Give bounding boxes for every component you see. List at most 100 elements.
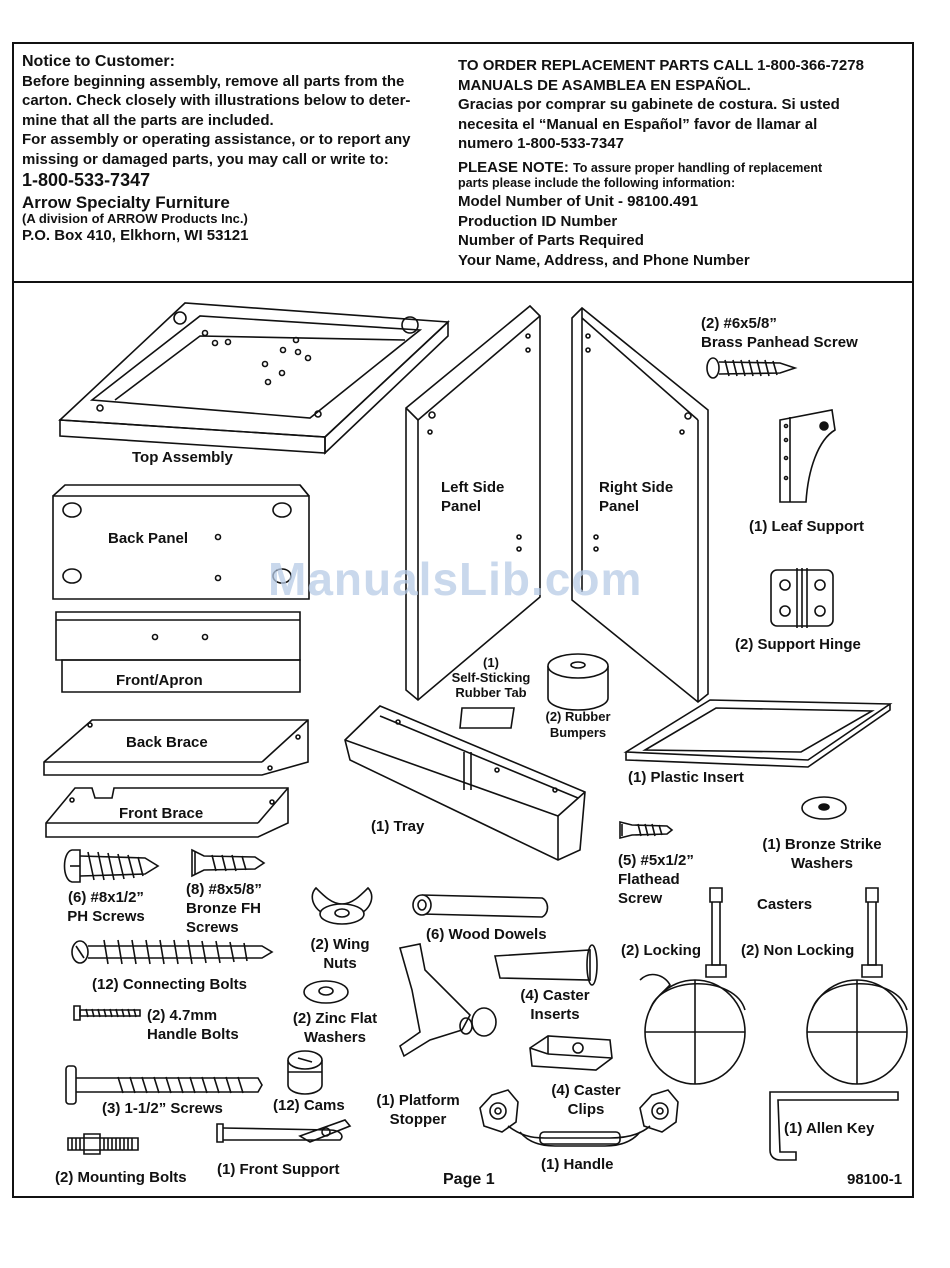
support-hinge-drawing — [771, 568, 833, 628]
strike-washer-drawing — [802, 797, 846, 819]
label-tray: (1) Tray — [371, 818, 425, 835]
label-front-brace: Front Brace — [119, 805, 204, 822]
label-line: (1) — [483, 655, 499, 670]
page-border — [12, 42, 914, 1198]
notice-line: missing or damaged parts, you may call o… — [22, 150, 389, 168]
label-line: PH Screws — [67, 908, 145, 925]
label-line: Panel — [441, 498, 482, 515]
parts-required: Number of Parts Required — [458, 232, 644, 249]
platform-stopper-drawing — [400, 944, 496, 1056]
flathead-screw-drawing — [620, 822, 672, 838]
notice-line: carton. Check closely with illustrations… — [22, 92, 411, 109]
label-line: Inserts — [530, 1006, 580, 1023]
label-non-locking-casters: (2) Non Locking — [741, 942, 855, 959]
document-number: 98100-1 — [847, 1171, 903, 1188]
label-caster-clips: (4) Caster Clips — [532, 1081, 640, 1119]
label-strike-washers: (1) Bronze Strike Washers — [752, 835, 892, 873]
label-long-screws: (3) 1-1/2” Screws — [102, 1100, 223, 1117]
please-note-text: To assure proper handling of replacement — [573, 160, 823, 175]
back-brace-drawing — [44, 720, 308, 775]
notice-line: Before beginning assembly, remove all pa… — [22, 72, 405, 90]
allen-key-drawing — [770, 1092, 898, 1160]
label-line: (5) #5x1/2” — [618, 852, 694, 869]
label-line: (1) Platform — [376, 1092, 460, 1109]
label-line: Right Side — [599, 479, 674, 496]
notice-title: Notice to Customer: — [22, 53, 175, 70]
label-platform-stopper: (1) Platform Stopper — [370, 1091, 466, 1129]
label-handle-bolts: (2) 4.7mm Handle Bolts — [147, 1006, 239, 1044]
label-back-brace: Back Brace — [126, 734, 208, 751]
locking-caster-drawing — [640, 888, 745, 1084]
label-line: Clips — [567, 1101, 605, 1118]
header-divider — [12, 281, 914, 283]
leaf-support-drawing — [780, 410, 835, 502]
label-top-assembly: Top Assembly — [132, 449, 233, 466]
label-brass-screw: (2) #6x5/8” Brass Panhead Screw — [701, 314, 858, 352]
label-line: Washers — [304, 1029, 366, 1046]
label-front-apron: Front/Apron — [116, 672, 203, 689]
label-line: (6) #8x1/2” — [68, 889, 144, 906]
label-zinc-washers: (2) Zinc Flat Washers — [286, 1009, 384, 1047]
label-line: Rubber Tab — [455, 685, 527, 700]
rubber-bumper-drawing — [548, 654, 608, 710]
top-assembly-drawing — [60, 303, 448, 453]
front-support-drawing — [217, 1120, 350, 1142]
label-handle: (1) Handle — [541, 1156, 614, 1173]
label-line: Stopper — [389, 1111, 447, 1128]
order-line: MANUALS DE ASAMBLEA EN ESPAÑOL. — [458, 76, 751, 94]
company-name: Arrow Specialty Furniture — [22, 192, 230, 212]
back-panel-drawing — [53, 485, 309, 599]
label-line: Panel — [599, 498, 640, 515]
label-line: (8) #8x5/8” — [186, 881, 262, 898]
label-wing-nuts: (2) Wing Nuts — [300, 935, 380, 973]
label-line: Bumpers — [549, 725, 607, 740]
ph-screw-drawing — [65, 850, 159, 882]
contact-info: Your Name, Address, and Phone Number — [458, 251, 750, 269]
label-casters: Casters — [757, 896, 813, 913]
label-line: (2) 4.7mm — [147, 1007, 218, 1024]
please-note-label: PLEASE NOTE: — [458, 158, 569, 176]
label-line: Nuts — [323, 955, 357, 972]
left-side-panel-drawing — [406, 306, 540, 700]
label-front-support: (1) Front Support — [217, 1161, 340, 1178]
label-line: (2) Zinc Flat — [292, 1010, 378, 1027]
caster-clip-drawing — [530, 1036, 612, 1070]
long-screw-drawing — [66, 1066, 262, 1104]
label-line: (2) Rubber — [545, 709, 611, 724]
fh-screw-drawing — [192, 850, 264, 876]
label-line: Handle Bolts — [147, 1026, 239, 1043]
notice-line: For assembly or operating assistance, or… — [22, 131, 411, 148]
label-line: Self-Sticking — [451, 670, 531, 685]
label-rubber-bumpers: (2) Rubber Bumpers — [536, 709, 620, 741]
label-mounting-bolts: (2) Mounting Bolts — [55, 1169, 187, 1186]
handle-drawing — [480, 1090, 678, 1146]
label-rubber-tab: (1) Self-Sticking Rubber Tab — [446, 655, 536, 700]
label-line: (1) Bronze Strike — [762, 836, 882, 853]
page-number: Page 1 — [443, 1171, 495, 1188]
brass-panhead-screw-drawing — [707, 358, 795, 378]
rubber-tab-drawing — [460, 708, 514, 728]
non-locking-caster-drawing — [807, 888, 907, 1084]
label-allen-key: (1) Allen Key — [784, 1120, 875, 1137]
company-division: (A division of ARROW Products Inc.) — [22, 211, 248, 226]
wood-dowel-drawing — [413, 895, 548, 917]
label-back-panel: Back Panel — [108, 530, 189, 547]
label-plastic-insert: (1) Plastic Insert — [628, 769, 744, 786]
order-line: necesita el “Manual en Español” favor de… — [458, 115, 818, 133]
handle-bolt-drawing — [74, 1006, 140, 1020]
front-brace-drawing — [46, 788, 288, 837]
label-locking-casters: (2) Locking — [621, 942, 702, 959]
cam-drawing — [288, 1051, 322, 1094]
order-line: numero 1-800-533-7347 — [458, 135, 624, 152]
label-ph-screws: (6) #8x1/2” PH Screws — [56, 888, 156, 926]
wing-nut-drawing — [312, 888, 371, 924]
label-line: Bronze FH — [186, 900, 261, 917]
production-id: Production ID Number — [458, 212, 618, 230]
connecting-bolt-drawing — [72, 940, 272, 964]
plastic-insert-drawing — [626, 700, 890, 767]
label-line: Washers — [791, 855, 853, 872]
please-note-text: parts please include the following infor… — [458, 176, 736, 190]
label-line: Screws — [186, 919, 239, 936]
caster-insert-drawing — [495, 945, 597, 985]
